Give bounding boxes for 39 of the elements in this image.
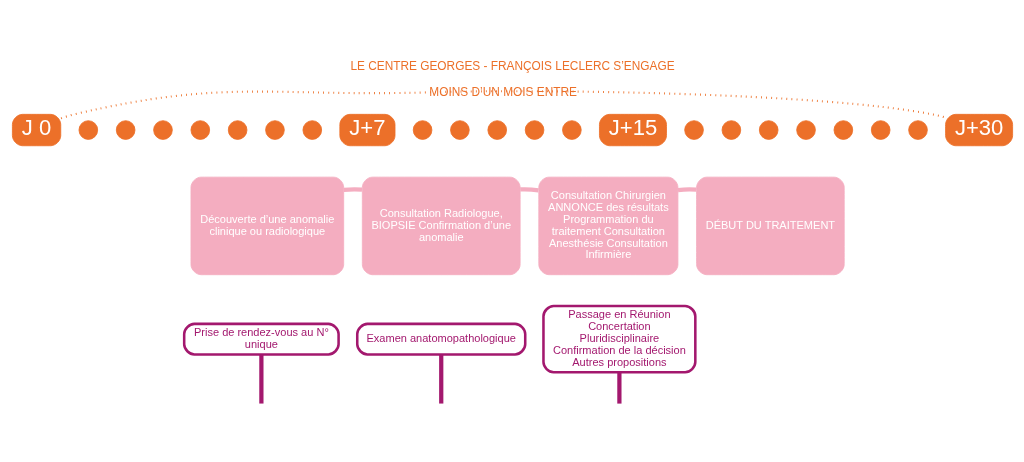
node-box: Passage en Réunion Concertation Pluridisciplinaire Confirmation de la décision Autres propositions (541, 304, 697, 374)
node-circle (870, 120, 890, 140)
node-box: Consultation Radiologue, BIOPSIE Confirmation d’une anomalie (361, 176, 521, 276)
node-circle (190, 120, 210, 140)
connector (677, 187, 697, 193)
node-circle (412, 120, 432, 140)
node-circle (78, 120, 98, 140)
connector (258, 354, 263, 404)
node-circle (227, 120, 247, 140)
node-circle (486, 120, 507, 140)
node-circle (795, 120, 816, 140)
node-circle (907, 120, 928, 140)
connector (519, 187, 539, 193)
connector (60, 90, 946, 120)
node-circle (302, 120, 322, 140)
node-circle (524, 120, 544, 140)
node-box: J 0 (11, 113, 61, 147)
node-box: Examen anatomopathologique (355, 322, 526, 356)
connector (616, 372, 621, 404)
node-box: Consultation Chirurgien ANNONCE des résultats Programmation du traitement Consultation Anesthésie Consultation Infirmière (537, 176, 678, 276)
node-circle (449, 120, 470, 140)
diagram-title: LE CENTRE GEORGES - FRANÇOIS LECLERC S’ENGAGE (349, 59, 675, 74)
node-box: Prise de rendez-vous au N° unique (182, 322, 340, 356)
node-circle (561, 120, 582, 140)
node-circle (833, 120, 853, 140)
connector (343, 187, 362, 192)
node-box: J+7 (338, 113, 395, 147)
node-box: J+15 (598, 113, 667, 147)
node-circle (683, 120, 704, 140)
node-box: Découverte d’une anomalie clinique ou radiologique (190, 176, 344, 276)
node-circle (115, 120, 135, 140)
node-circle (152, 120, 173, 140)
node-box: DÉBUT DU TRAITEMENT (695, 176, 845, 276)
node-circle (264, 120, 285, 140)
node-circle (721, 120, 741, 140)
node-box: J+30 (944, 113, 1013, 147)
connector (438, 354, 443, 404)
node-circle (758, 120, 778, 140)
edge-label: MOINS D’UN MOIS ENTRE (428, 84, 577, 99)
